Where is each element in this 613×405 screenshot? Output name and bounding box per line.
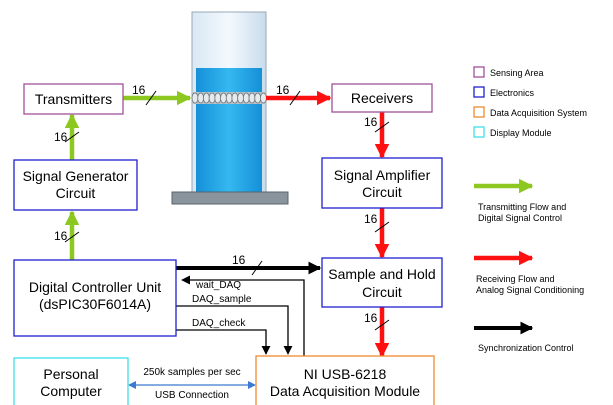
- daq-check-line: [176, 329, 271, 355]
- bus-tick: [289, 90, 301, 106]
- daq-sample-label: DAQ_sample: [192, 294, 252, 305]
- usb-rate-label: 250k samples per sec: [143, 367, 240, 378]
- legend-label: Synchronization Control: [478, 343, 574, 353]
- legend-box-item: Electronics: [473, 86, 535, 98]
- usb-arrowhead-left: [128, 381, 136, 389]
- legend-label: Data Acquisition System: [490, 108, 587, 118]
- bus-tick: [64, 131, 80, 143]
- dcu-label-line1: Digital Controller Unit: [29, 279, 161, 295]
- legend-label: Analog Signal Conditioning: [476, 285, 584, 295]
- electrode: [197, 92, 205, 104]
- legend-box-item: Display Module: [473, 126, 552, 138]
- bus-tick: [251, 260, 263, 276]
- electrode: [254, 92, 262, 104]
- wait-daq-line: [181, 275, 305, 358]
- bus-width-label: 16: [276, 83, 290, 97]
- legend-label: Electronics: [490, 88, 535, 98]
- bus-width-label: 16: [364, 311, 378, 325]
- wait-daq-label: wait_DAQ: [195, 280, 241, 291]
- electrode: [208, 92, 216, 104]
- signal-generator-label-line2: Circuit: [56, 185, 96, 201]
- bus-tick: [145, 90, 157, 106]
- legend-arrow-item: Synchronization Control: [474, 321, 574, 353]
- electrode: [242, 92, 250, 104]
- daq-label-line1: NI USB-6218: [304, 366, 387, 382]
- receivers-block: Receivers: [331, 83, 433, 113]
- signal-generator-label-line1: Signal Generator: [23, 168, 129, 184]
- daq-block: NI USB-6218 Data Acquisition Module: [255, 355, 435, 405]
- signal-amplifier-label-line1: Signal Amplifier: [334, 167, 431, 183]
- legend-box-item: Sensing Area: [473, 66, 544, 78]
- legend-arrow-item: Transmitting Flow and Digital Signal Con…: [474, 178, 566, 223]
- pc-label-line2: Computer: [40, 383, 102, 399]
- electrode: [191, 92, 199, 104]
- signal-amplifier-label-line2: Circuit: [362, 184, 402, 200]
- electrode-ring: [191, 92, 267, 104]
- electrode: [237, 92, 245, 104]
- electrode: [248, 92, 256, 104]
- signal-amplifier-block: Signal Amplifier Circuit: [321, 157, 443, 209]
- column-base: [171, 191, 289, 205]
- daq-sample-line: [176, 305, 293, 355]
- electrode: [231, 92, 239, 104]
- legend-label: Receiving Flow and: [476, 274, 555, 284]
- bus-tick: [64, 231, 80, 243]
- electrode: [259, 92, 267, 104]
- usb-arrowhead-right: [248, 381, 256, 389]
- legend-label: Transmitting Flow and: [478, 202, 566, 212]
- sample-hold-label-line2: Circuit: [362, 284, 402, 300]
- legend-arrow-item: Receiving Flow and Analog Signal Conditi…: [474, 250, 584, 295]
- legend-swatch-daq: [473, 106, 485, 118]
- signal-generator-block: Signal Generator Circuit: [13, 159, 138, 211]
- sensing-column: [171, 11, 289, 205]
- usb-connection-label: USB Connection: [155, 390, 229, 401]
- bus-width-label: 16: [232, 253, 246, 267]
- legend-label: Display Module: [490, 128, 552, 138]
- bus-width-label: 16: [54, 229, 68, 243]
- legend: Sensing Area Electronics Data Acquisitio…: [473, 66, 587, 353]
- transmitters-block: Transmitters: [23, 83, 124, 115]
- bus-width-label: 16: [132, 83, 146, 97]
- legend-swatch-display: [473, 126, 485, 138]
- bus-tick: [374, 121, 390, 133]
- bus-tick: [374, 221, 390, 233]
- legend-box-item: Data Acquisition System: [473, 106, 587, 118]
- bus-width-label: 16: [54, 130, 68, 144]
- electrode: [214, 92, 222, 104]
- bus-width-label: 16: [364, 212, 378, 226]
- transmitters-label: Transmitters: [35, 91, 112, 107]
- legend-label: Digital Signal Control: [478, 213, 562, 223]
- bus-width-label: 16: [364, 115, 378, 129]
- digital-controller-block: Digital Controller Unit (dsPIC30F6014A): [13, 259, 177, 337]
- legend-swatch-sensing: [473, 66, 485, 78]
- electrode: [202, 92, 210, 104]
- daq-label-line2: Data Acquisition Module: [270, 383, 420, 399]
- personal-computer-block: Personal Computer: [13, 357, 129, 405]
- dcu-label-line2: (dsPIC30F6014A): [39, 296, 151, 312]
- electrode: [220, 92, 227, 104]
- pc-label-line1: Personal: [43, 366, 98, 382]
- legend-swatch-electronics: [473, 86, 485, 98]
- electrode: [225, 92, 233, 104]
- daq-check-label: DAQ_check: [192, 318, 246, 329]
- sample-hold-block: Sample and Hold Circuit: [321, 257, 443, 308]
- sample-hold-label-line1: Sample and Hold: [328, 266, 435, 282]
- legend-label: Sensing Area: [490, 68, 544, 78]
- connections: [64, 90, 390, 389]
- bus-markers: 16 16 16 16 16 16 16 16: [54, 83, 390, 331]
- water-fill: [196, 68, 262, 192]
- receivers-label: Receivers: [351, 90, 413, 106]
- bus-tick: [374, 319, 390, 331]
